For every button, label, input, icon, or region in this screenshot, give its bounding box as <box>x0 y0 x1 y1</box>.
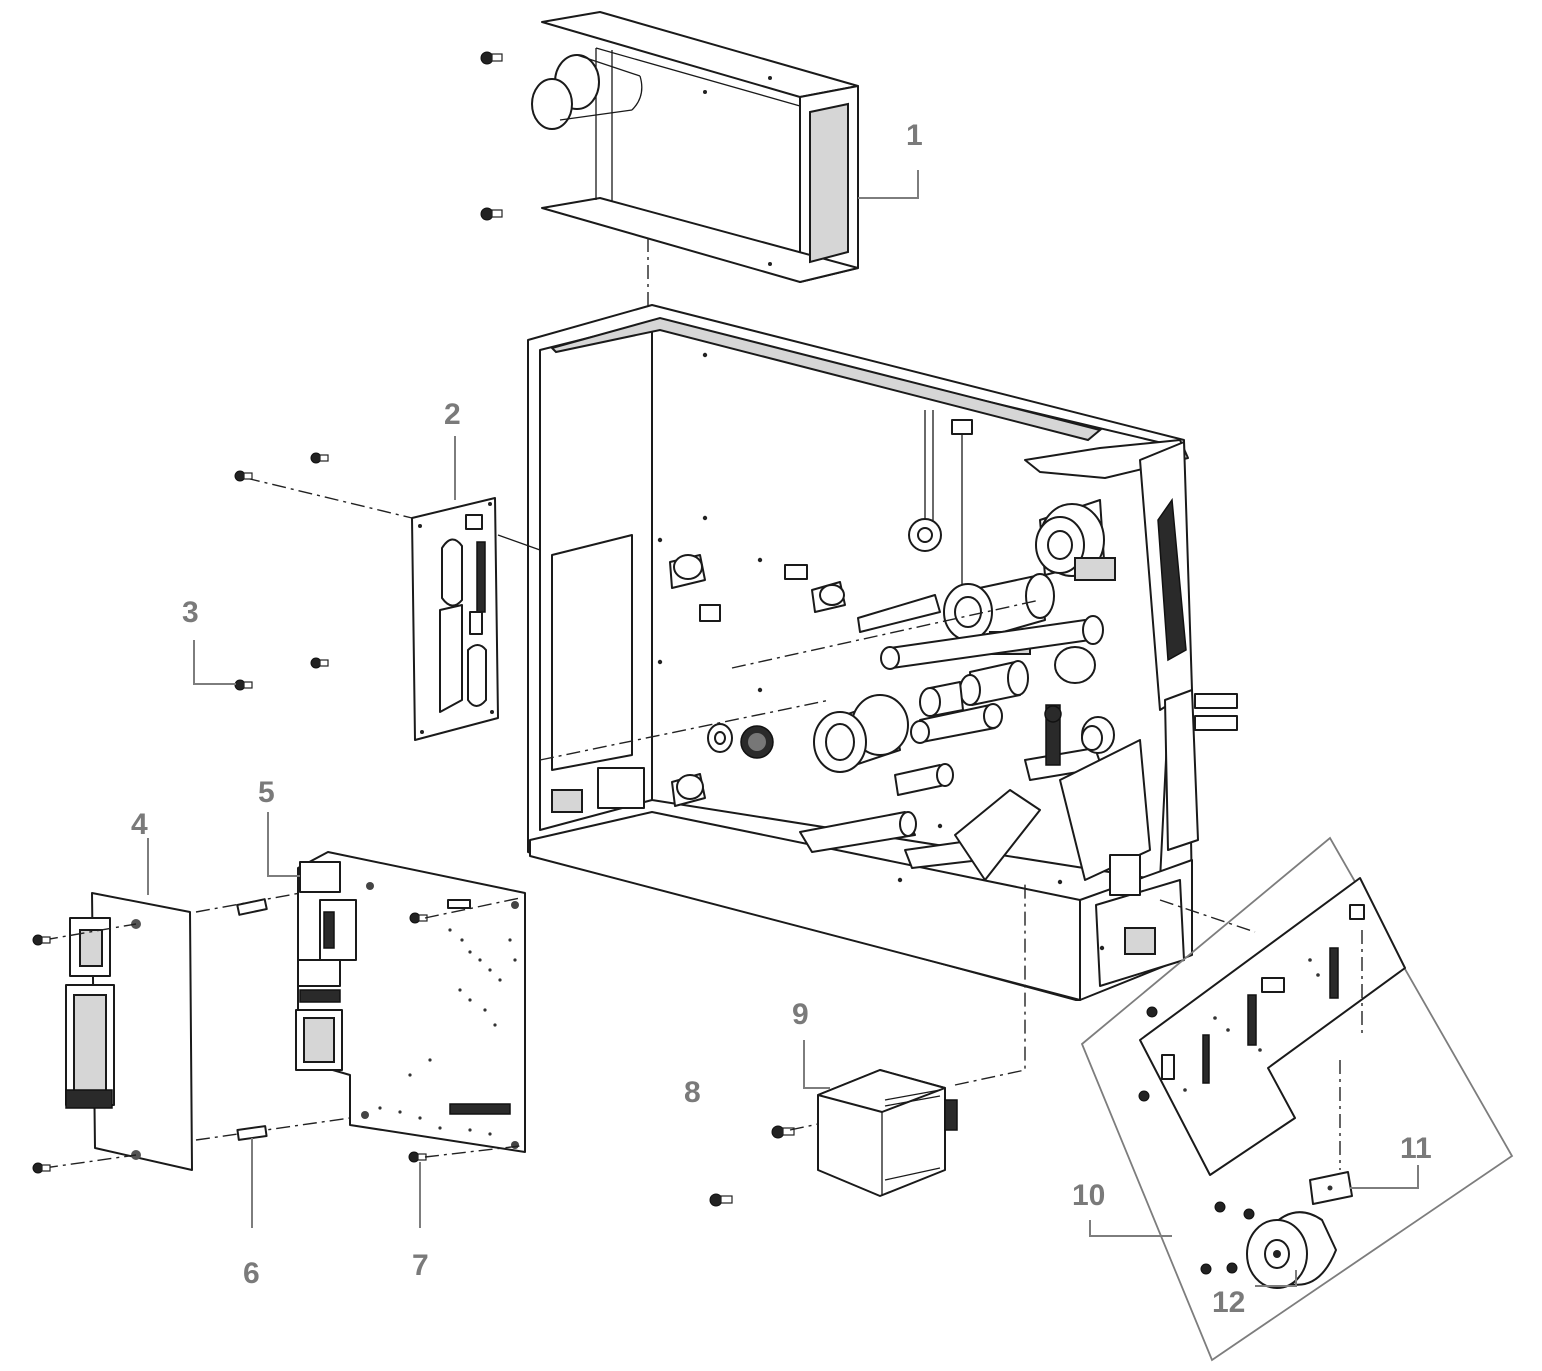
screw-icon <box>310 452 329 464</box>
screw-icon <box>1146 1006 1158 1018</box>
ribbon-roll-icon <box>531 54 643 130</box>
spindle-icon <box>908 518 942 552</box>
hex-standoff-icon <box>236 898 268 916</box>
screw-icon <box>32 934 51 946</box>
screw-icon <box>480 51 503 65</box>
print-mechanism <box>799 704 1151 896</box>
callout-12: 12 <box>1212 1286 1245 1319</box>
callout-7: 7 <box>412 1249 429 1282</box>
screw-icon <box>1243 1208 1255 1220</box>
screw-icon <box>310 657 329 669</box>
screw-icon <box>1226 1262 1238 1274</box>
leader-line-12 <box>1255 1270 1297 1287</box>
hex-standoff-icon <box>236 1125 268 1141</box>
main-pcb-part <box>295 851 526 1153</box>
callout-6: 6 <box>243 1257 260 1290</box>
callout-3: 3 <box>182 596 199 629</box>
screw-icon <box>771 1125 795 1139</box>
leader-line-9 <box>803 1040 830 1089</box>
printer-chassis <box>527 304 1238 1001</box>
screw-icon <box>32 1162 51 1174</box>
screw-icon <box>480 207 503 221</box>
roller-icon <box>919 681 964 717</box>
rear-bracket-plate-part <box>65 892 193 1171</box>
media-spindle <box>813 694 909 773</box>
screw-icon <box>408 1151 427 1163</box>
screw-icon <box>1200 1263 1212 1275</box>
sensor-bracket-part <box>1139 877 1406 1176</box>
roller-icon <box>880 615 1104 670</box>
screw-icon <box>234 679 253 691</box>
leader-line-3 <box>193 640 236 685</box>
screw-icon <box>234 470 253 482</box>
gear-icon <box>740 725 774 759</box>
stepper-motor-part <box>817 1069 958 1197</box>
roller-icon <box>959 660 1029 706</box>
screw-icon <box>1214 1201 1226 1213</box>
standoff-icon <box>811 581 846 613</box>
callout-9: 9 <box>792 998 809 1031</box>
callout-11: 11 <box>1400 1132 1432 1165</box>
standoff-icon <box>669 554 706 589</box>
small-bracket-part <box>1309 1171 1353 1205</box>
callout-1: 1 <box>906 119 923 152</box>
ribbon-supply-spindle <box>1035 499 1105 577</box>
screw-icon <box>409 912 428 924</box>
screw-icon <box>709 1193 733 1207</box>
callout-5: 5 <box>258 776 275 809</box>
callout-10: 10 <box>1072 1179 1105 1212</box>
callout-8: 8 <box>684 1076 701 1109</box>
top-cover-part <box>480 11 859 283</box>
roller-icon <box>894 763 954 796</box>
leader-line-10 <box>1089 1220 1172 1237</box>
leader-line-5 <box>267 812 300 877</box>
interface-plate-part <box>411 497 499 741</box>
standoff-icon <box>671 773 706 807</box>
screw-icon <box>1138 1090 1150 1102</box>
dc-motor-part <box>1246 1211 1337 1289</box>
leader-line-1 <box>858 170 919 199</box>
callout-2: 2 <box>444 398 461 431</box>
callout-4: 4 <box>131 808 148 841</box>
leader-line-11 <box>1350 1165 1419 1189</box>
roller-icon <box>910 703 1003 744</box>
